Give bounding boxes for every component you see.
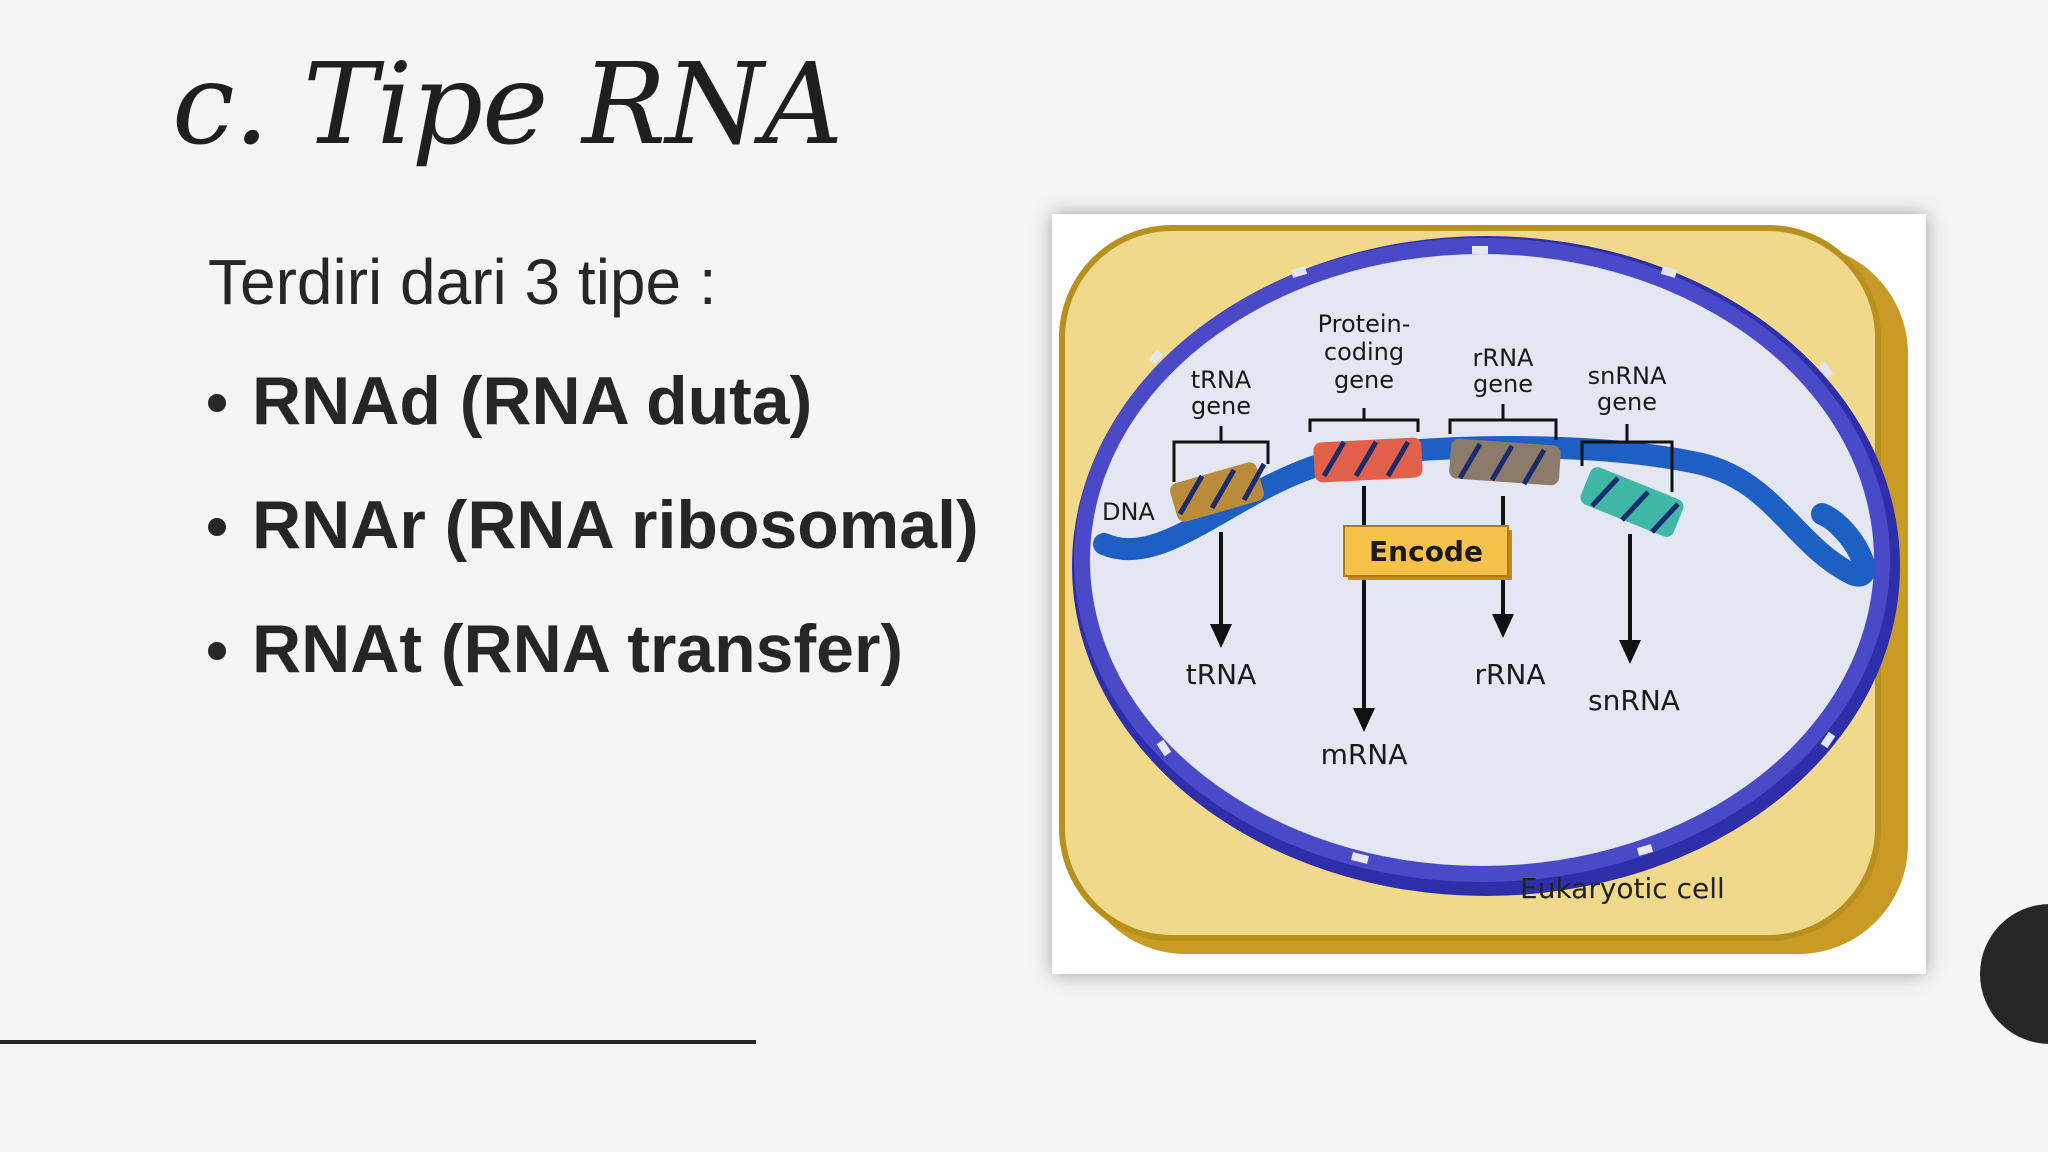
rrna-gene-label-line1: rRNA: [1473, 344, 1534, 372]
rna-products: tRNA mRNA rRNA snRNA: [1186, 658, 1680, 771]
encode-label: Encode: [1369, 535, 1483, 568]
snrna-gene-segment: [1580, 467, 1684, 537]
trna-gene-label-line2: gene: [1191, 392, 1251, 420]
slide-body: Terdiri dari 3 tipe : RNAd (RNA duta) RN…: [208, 238, 979, 728]
mrna-product-label: mRNA: [1321, 738, 1408, 771]
rrna-gene-label-line2: gene: [1473, 370, 1533, 398]
list-item: RNAr (RNA ribosomal): [208, 480, 979, 570]
cell-diagram: tRNA gene Protein- coding gene rRNA gene…: [1059, 225, 1908, 954]
arrow-head-icon: [1353, 708, 1375, 732]
arrow-head-icon: [1210, 624, 1232, 648]
bullet-icon: [208, 394, 226, 412]
cell-type-label: Eukaryotic cell: [1520, 872, 1725, 905]
list-item: RNAt (RNA transfer): [208, 604, 979, 694]
trna-gene-segment: [1170, 462, 1264, 522]
rna-type-list: RNAd (RNA duta) RNAr (RNA ribosomal) RNA…: [208, 356, 979, 694]
bullet-text: RNAt (RNA transfer): [252, 611, 904, 687]
protein-gene-label-line2: coding: [1324, 338, 1404, 366]
transcription-arrows: [1210, 486, 1641, 732]
bullet-icon: [208, 518, 226, 536]
trna-product-label: tRNA: [1186, 658, 1257, 691]
trna-gene-label-line1: tRNA: [1191, 366, 1252, 394]
encode-box: [1343, 525, 1509, 577]
intro-text: Terdiri dari 3 tipe :: [208, 246, 717, 318]
dna-helix-stripes: [1177, 440, 1680, 534]
snrna-product-label: snRNA: [1588, 684, 1680, 717]
protein-gene-label-line1: Protein-: [1318, 310, 1411, 338]
rrna-product-label: rRNA: [1474, 658, 1545, 691]
bullet-text: RNAd (RNA duta): [252, 363, 813, 439]
snrna-gene-label-line1: snRNA: [1588, 362, 1667, 390]
bullet-icon: [208, 642, 226, 660]
gene-brackets: [1172, 404, 1674, 492]
dna-label: DNA: [1102, 498, 1155, 526]
bullet-text: RNAr (RNA ribosomal): [252, 487, 979, 563]
corner-decoration: [1980, 904, 2048, 1044]
eukaryotic-cell-figure: tRNA gene Protein- coding gene rRNA gene…: [1052, 214, 1926, 974]
protein-gene-label-line3: gene: [1334, 366, 1394, 394]
arrow-head-icon: [1492, 614, 1514, 638]
snrna-gene-label-line2: gene: [1597, 388, 1657, 416]
slide-title: c. Tipe RNA: [172, 40, 843, 170]
arrow-head-icon: [1619, 640, 1641, 664]
list-item: RNAd (RNA duta): [208, 356, 979, 446]
gene-labels: tRNA gene Protein- coding gene rRNA gene…: [1191, 310, 1667, 420]
bottom-divider: [0, 1040, 756, 1044]
